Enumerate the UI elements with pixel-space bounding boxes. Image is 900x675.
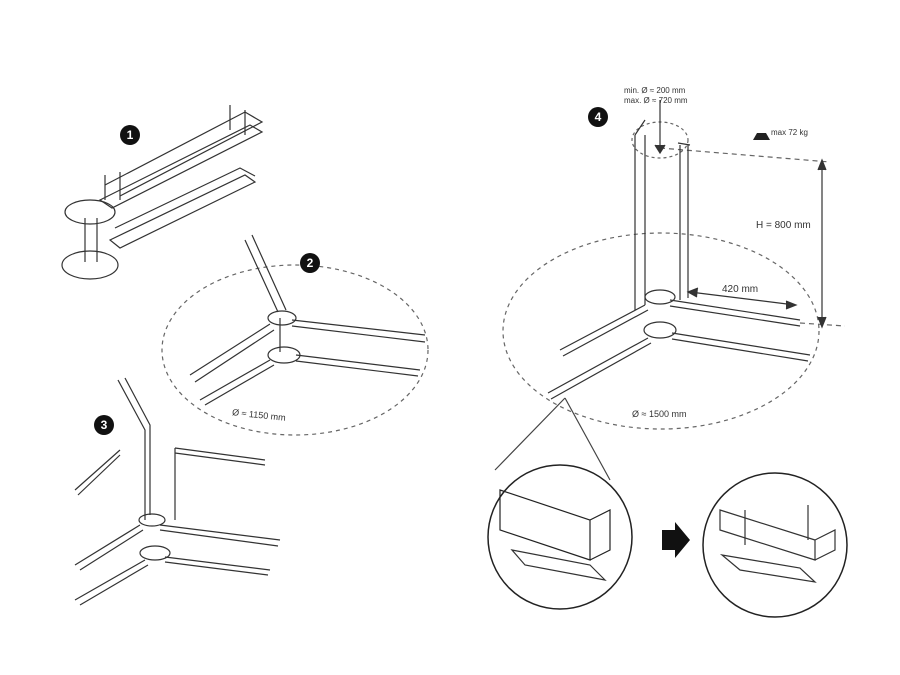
arrow-right-icon xyxy=(662,522,690,558)
open-stand-step4 xyxy=(547,119,811,400)
open-stand-step2 xyxy=(189,234,426,406)
step-4-badge: 4 xyxy=(588,107,608,127)
detail-after xyxy=(702,472,848,618)
diameter-label-step4: Ø ≈ 1500 mm xyxy=(632,409,687,419)
min-diameter-label: min. Ø ≈ 200 mm xyxy=(624,86,686,95)
max-diameter-label: max. Ø ≈ 720 mm xyxy=(624,96,688,105)
step-2-badge: 2 xyxy=(300,253,320,273)
max-weight-label: max 72 kg xyxy=(771,128,808,137)
folded-stand xyxy=(61,105,264,280)
height-label: H = 800 mm xyxy=(756,220,811,231)
footprint-circle-step4 xyxy=(502,232,820,430)
step-3-badge: 3 xyxy=(94,415,114,435)
arm-length-label: 420 mm xyxy=(722,284,759,295)
step-1-badge: 1 xyxy=(120,125,140,145)
open-stand-step3 xyxy=(74,377,281,606)
footprint-circle-step2 xyxy=(161,264,429,436)
weight-icon xyxy=(753,133,770,140)
detail-before xyxy=(487,464,633,610)
